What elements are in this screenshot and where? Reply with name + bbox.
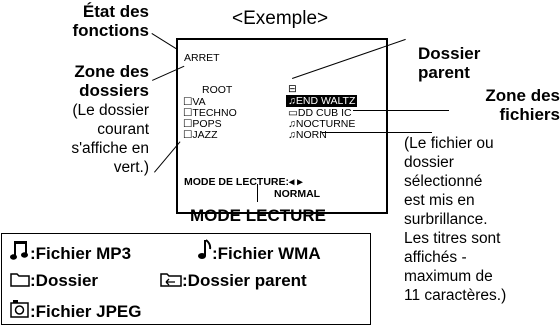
folder-icon: ☐ [183, 118, 193, 130]
camera-icon [10, 300, 29, 318]
mode-lecture-line: MODE DE LECTURE:◂ ▸ [184, 176, 303, 188]
file-item-selected: ♫END WALTZ [286, 95, 358, 107]
display-screen: ARRET ROOT ☐VA ☐TECHNO ☐POPS ☐JAZZ ⊟ ♫EN… [176, 38, 388, 214]
status-text: ARRET [184, 52, 220, 64]
parent-folder-icon [160, 273, 182, 287]
file-item: ♫NORN [288, 129, 327, 141]
legend-mp3: :Fichier MP3 [10, 239, 131, 264]
folder-icon [10, 273, 30, 287]
folder-icon: ☐ [183, 129, 193, 141]
folder-item: ☐POPS [183, 118, 222, 130]
legend-dossier: :Dossier [10, 270, 98, 291]
mp3-note-icon: ♫ [288, 95, 296, 107]
exemple-title: <Exemple> [232, 8, 329, 29]
leader-line [257, 184, 258, 202]
mp3-note-icon: ♫ [288, 118, 296, 130]
root-folder: ROOT [202, 84, 233, 96]
folder-icon: ☐ [183, 107, 193, 119]
file-item: ♫NOCTURNE [288, 118, 356, 130]
leader-line [353, 110, 449, 111]
file-item: ▭DD CUB IC [288, 107, 352, 119]
leader-line [322, 132, 432, 133]
legend-parent: :Dossier parent [160, 270, 307, 291]
mp3-icon [10, 241, 28, 260]
folder-item: ☐JAZZ [183, 129, 218, 141]
legend-box: :Fichier MP3 :Fichier WMA :Dossier :Doss… [1, 233, 371, 325]
arrows-icon: ◂ ▸ [289, 176, 303, 188]
folder-icon: ▭ [288, 107, 298, 119]
mode-lecture-label: MODE LECTURE [190, 206, 326, 225]
folder-item: ☐TECHNO [183, 107, 237, 119]
folder-icon: ☐ [183, 96, 193, 108]
wma-icon [198, 239, 212, 259]
legend-wma: :Fichier WMA [198, 239, 321, 264]
parent-folder-icon: ⊟ [288, 83, 297, 95]
folder-item: ☐VA [183, 96, 206, 108]
legend-jpeg: :Fichier JPEG [10, 299, 141, 322]
leader-line [151, 33, 178, 50]
mp3-note-icon: ♫ [288, 129, 296, 141]
mode-value: NORMAL [274, 188, 321, 200]
